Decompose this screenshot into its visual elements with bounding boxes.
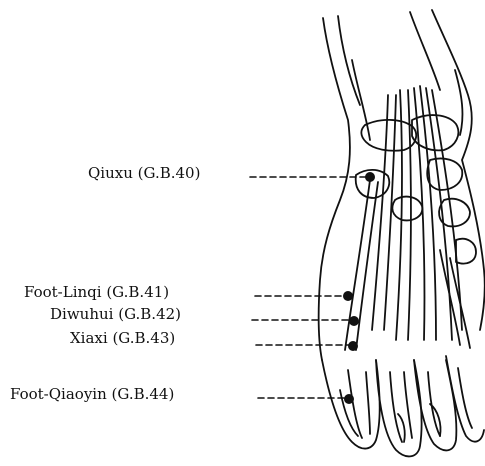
marker-gb41: [343, 291, 353, 301]
label-foot-qiaoyin: Foot-Qiaoyin (G.B.44): [10, 385, 174, 403]
label-diwuhui: Diwuhui (G.B.42): [50, 305, 181, 323]
label-qiuxu: Qiuxu (G.B.40): [88, 164, 200, 182]
marker-gb43: [348, 341, 358, 351]
toes: [322, 356, 484, 456]
marker-gb40: [365, 172, 375, 182]
label-foot-linqi: Foot-Linqi (G.B.41): [24, 283, 169, 301]
leader-lines: [250, 177, 366, 398]
marker-gb42: [349, 316, 359, 326]
tarsal-bones: [356, 115, 476, 263]
marker-gb44: [344, 394, 354, 404]
label-xiaxi: Xiaxi (G.B.43): [70, 329, 175, 347]
